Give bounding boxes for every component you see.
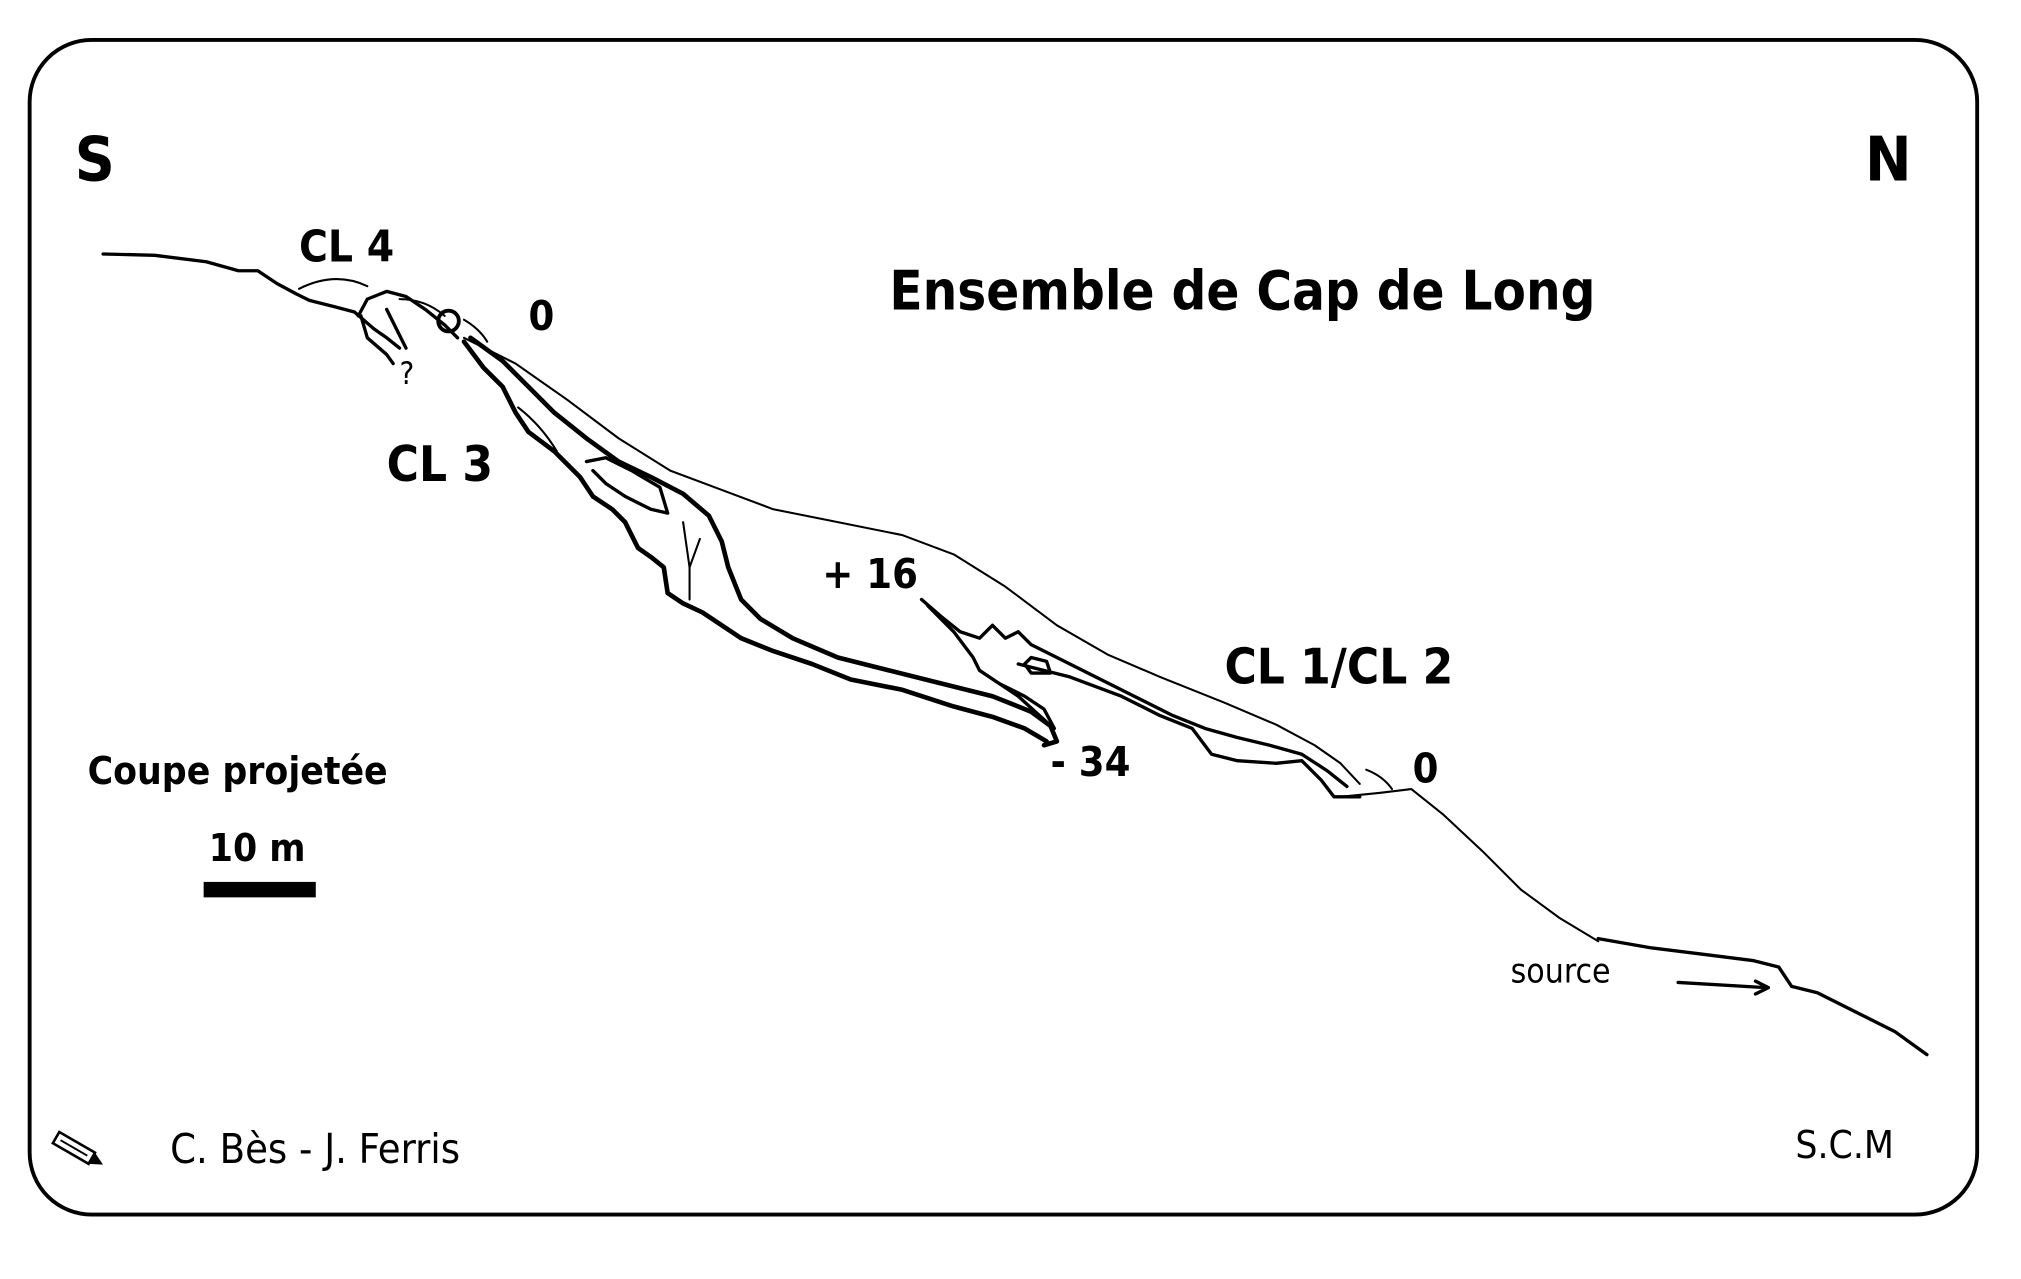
pencil-icon	[51, 1130, 103, 1166]
label-cl1-cl2: CL 1/CL 2	[1224, 638, 1453, 695]
cl3-lower-wall	[461, 339, 1049, 744]
projection-label: Coupe projetée	[88, 749, 388, 794]
ground-surface-lower	[1339, 788, 1600, 943]
label-cl4: CL 4	[299, 222, 394, 273]
ground-surface-upper	[101, 252, 402, 350]
hillside-outline	[462, 336, 1361, 785]
source-stream-bank	[1596, 936, 1929, 1057]
depth-entrance-lower: 0	[1413, 745, 1439, 793]
scale-label: 10 m	[209, 826, 306, 871]
cl1-lower-wall	[926, 604, 1362, 799]
compass-north: N	[1865, 123, 1912, 195]
label-cl3: CL 3	[387, 436, 493, 493]
cl4-passage	[356, 289, 460, 366]
cl4-entrance-shaft	[436, 308, 461, 334]
club-credit: S.C.M	[1795, 1123, 1893, 1168]
compass-south: S	[75, 123, 115, 195]
source-label: source	[1511, 951, 1611, 990]
cl3-upper-wall	[468, 335, 1060, 748]
authors-credit: C. Bès - J. Ferris	[170, 1125, 460, 1173]
cl1-entrance-arc	[1365, 768, 1394, 791]
cl4-arc	[297, 278, 489, 343]
depth-high-point: + 16	[822, 550, 918, 598]
unknown-continuation: ?	[400, 356, 415, 392]
diagram-title: Ensemble de Cap de Long	[889, 259, 1595, 322]
source-arrow	[1676, 979, 1771, 996]
depth-low-point: - 34	[1050, 738, 1130, 786]
frame-border	[27, 38, 1980, 1217]
scale-bar	[203, 881, 316, 898]
cl3-crack	[517, 406, 701, 601]
cl1-chamber	[1023, 655, 1053, 675]
cl3-side-gallery	[584, 456, 670, 515]
cl1-upper-wall	[919, 597, 1349, 789]
depth-entrance-upper: 0	[528, 292, 554, 340]
